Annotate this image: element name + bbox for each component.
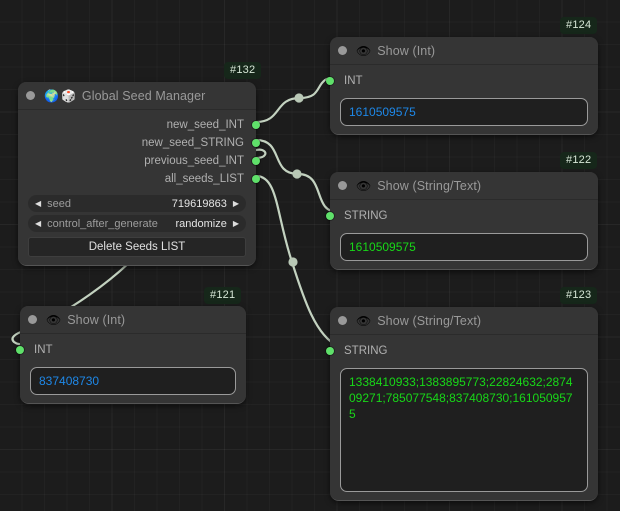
link-all-seeds-list — [254, 174, 340, 348]
node-body: new_seed_INT new_seed_STRING previous_se… — [18, 110, 260, 265]
chevron-left-icon[interactable]: ◀ — [35, 218, 42, 228]
input-slot-string[interactable]: STRING — [326, 340, 598, 362]
input-port-dot[interactable] — [16, 346, 24, 354]
node-show-string-123[interactable]: 👁 Show (String/Text) STRING 1338410933;1… — [326, 307, 598, 501]
widget-value[interactable]: randomize — [175, 217, 227, 230]
output-port-dot[interactable] — [252, 121, 260, 129]
widget-value[interactable]: 719619863 — [171, 197, 227, 210]
input-port-dot[interactable] — [326, 212, 334, 220]
node-title: Show (String/Text) — [377, 313, 482, 328]
eye-icon: 👁 — [356, 178, 372, 193]
node-titlebar[interactable]: 🌍 🎲 Global Seed Manager — [18, 82, 256, 110]
node-show-int-124[interactable]: 👁 Show (Int) INT 1610509575 — [326, 37, 598, 135]
globe-icon: 🌍 — [44, 88, 59, 103]
output-slot-label: new_seed_STRING — [141, 137, 244, 149]
link-midpoint-dot — [294, 93, 304, 103]
widget-label: seed — [47, 197, 72, 210]
node-titlebar[interactable]: 👁 Show (Int) — [20, 306, 246, 334]
node-titlebar[interactable]: 👁 Show (String/Text) — [330, 307, 598, 335]
widget-control-after-generate[interactable]: ◀ control_after_generate randomize ▶ — [28, 215, 246, 232]
link-midpoint-dot — [292, 169, 302, 179]
node-show-string-122[interactable]: 👁 Show (String/Text) STRING 1610509575 — [326, 172, 598, 270]
widget-label: control_after_generate — [47, 217, 158, 230]
output-slot-new-seed-string[interactable]: new_seed_STRING — [18, 134, 260, 152]
node-id-badge-123: #123 — [560, 287, 598, 304]
node-id-badge-132: #132 — [224, 62, 262, 79]
output-slot-previous-seed-int[interactable]: previous_seed_INT — [18, 152, 260, 170]
node-show-int-121[interactable]: 👁 Show (Int) INT 837408730 — [16, 306, 246, 404]
node-global-seed-manager[interactable]: 🌍 🎲 Global Seed Manager new_seed_INT new… — [18, 82, 260, 266]
delete-seeds-list-button[interactable]: Delete Seeds LIST — [28, 237, 246, 257]
node-titlebar[interactable]: 👁 Show (Int) — [330, 37, 598, 65]
output-port-dot[interactable] — [252, 139, 260, 147]
node-body: STRING 1610509575 — [326, 200, 598, 269]
widget-seed[interactable]: ◀ seed 719619863 ▶ — [28, 195, 246, 212]
collapse-toggle-icon[interactable] — [338, 181, 347, 190]
output-port-dot[interactable] — [252, 175, 260, 183]
value-display-int[interactable]: 837408730 — [30, 367, 236, 395]
input-slot-int[interactable]: INT — [326, 70, 598, 92]
node-title: Show (Int) — [67, 312, 126, 327]
collapse-toggle-icon[interactable] — [338, 316, 347, 325]
input-slot-string[interactable]: STRING — [326, 205, 598, 227]
node-id-badge-124: #124 — [560, 17, 598, 34]
node-body: STRING 1338410933;1383895773;22824632;28… — [326, 335, 598, 500]
input-port-dot[interactable] — [326, 347, 334, 355]
output-slot-label: previous_seed_INT — [144, 155, 244, 167]
node-body: INT 1610509575 — [326, 65, 598, 134]
output-port-dot[interactable] — [252, 157, 260, 165]
node-title: Global Seed Manager — [81, 88, 206, 103]
collapse-toggle-icon[interactable] — [338, 46, 347, 55]
node-id-badge-121: #121 — [204, 287, 242, 304]
value-display-string[interactable]: 1610509575 — [340, 233, 588, 261]
link-new-seed-string — [254, 138, 340, 214]
input-slot-label: STRING — [344, 210, 388, 222]
output-slot-label: all_seeds_LIST — [164, 173, 244, 185]
chevron-right-icon[interactable]: ▶ — [232, 218, 239, 228]
input-port-dot[interactable] — [326, 77, 334, 85]
input-slot-label: INT — [34, 344, 53, 356]
output-slot-new-seed-int[interactable]: new_seed_INT — [18, 116, 260, 134]
value-display-string[interactable]: 1338410933;1383895773;22824632;287409271… — [340, 368, 588, 492]
input-slot-label: INT — [344, 75, 363, 87]
node-title: Show (String/Text) — [377, 178, 482, 193]
eye-icon: 👁 — [46, 312, 62, 327]
node-titlebar[interactable]: 👁 Show (String/Text) — [330, 172, 598, 200]
node-id-badge-122: #122 — [560, 152, 598, 169]
output-slot-all-seeds-list[interactable]: all_seeds_LIST — [18, 170, 260, 188]
output-slot-label: new_seed_INT — [166, 119, 244, 131]
node-body: INT 837408730 — [16, 334, 246, 403]
chevron-left-icon[interactable]: ◀ — [35, 198, 42, 208]
eye-icon: 👁 — [356, 43, 372, 58]
input-slot-label: STRING — [344, 345, 388, 357]
input-slot-int[interactable]: INT — [16, 339, 246, 361]
value-display-int[interactable]: 1610509575 — [340, 98, 588, 126]
dice-icon: 🎲 — [60, 88, 76, 103]
link-midpoint-dot — [288, 257, 298, 267]
link-new-seed-int — [254, 75, 340, 124]
collapse-toggle-icon[interactable] — [28, 315, 37, 324]
node-title: Show (Int) — [377, 43, 436, 58]
chevron-right-icon[interactable]: ▶ — [232, 198, 239, 208]
collapse-toggle-icon[interactable] — [26, 91, 35, 100]
eye-icon: 👁 — [356, 313, 372, 328]
